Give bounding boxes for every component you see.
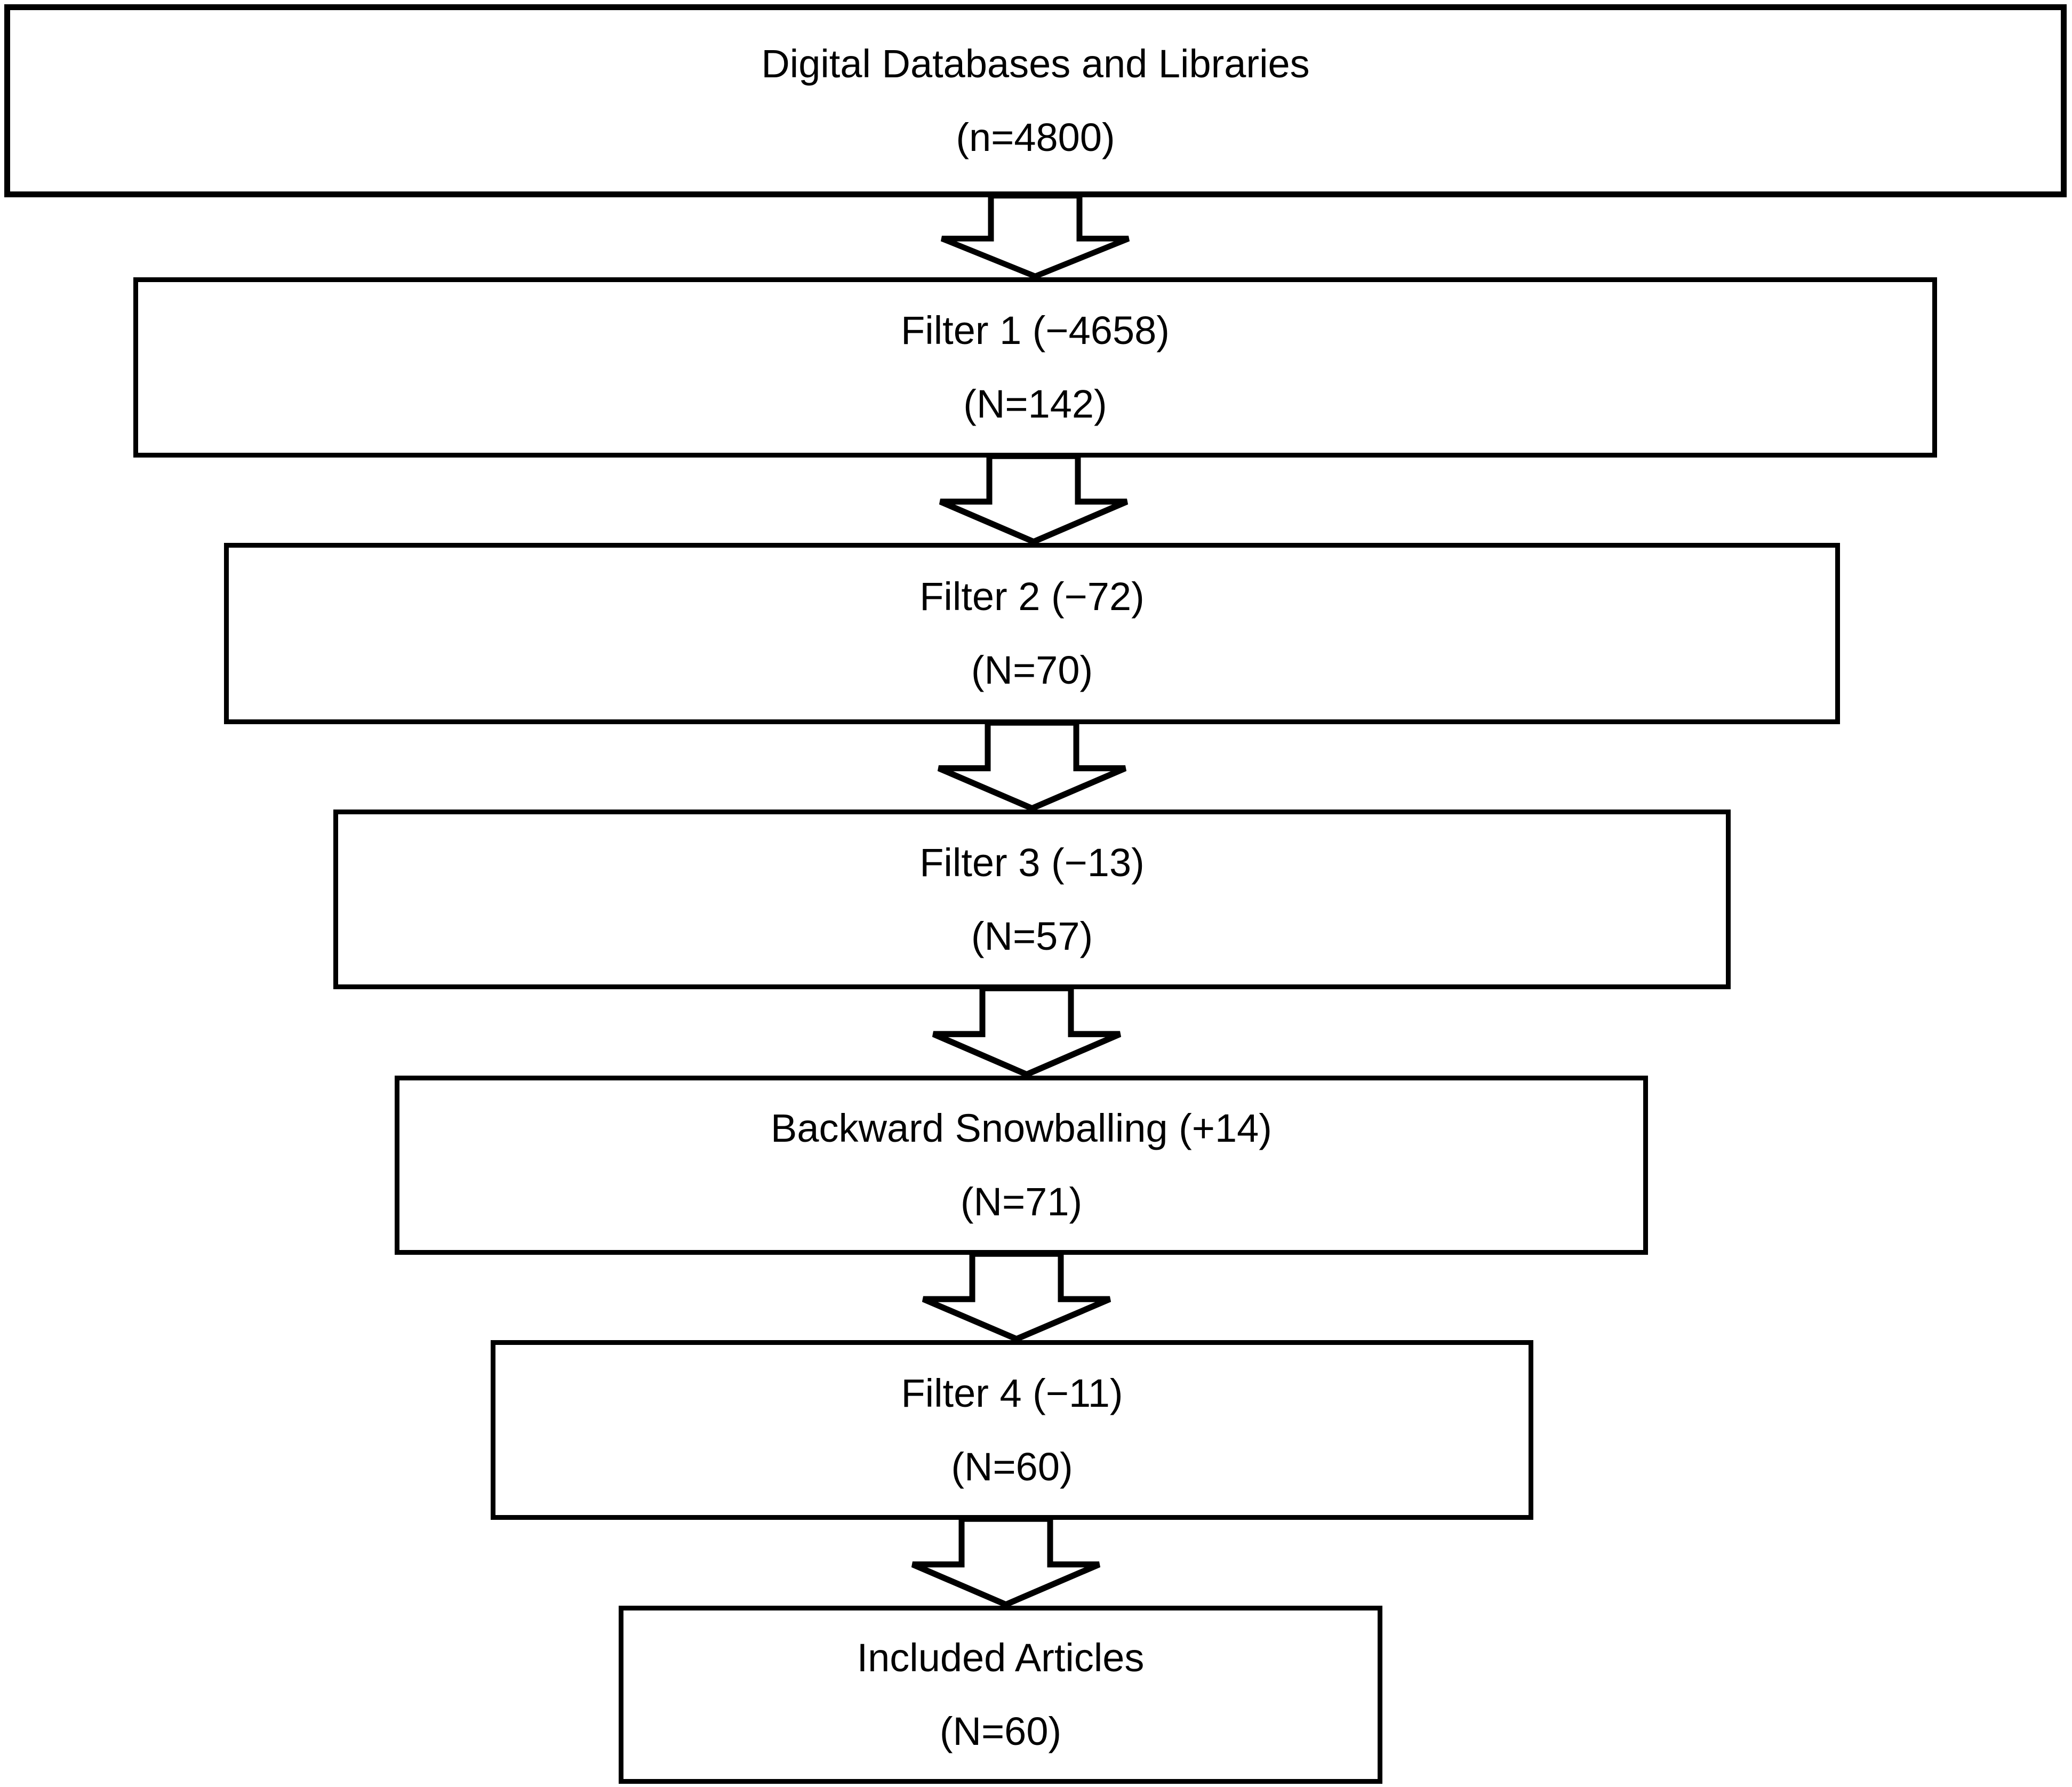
down-arrow-icon bbox=[922, 1251, 1111, 1342]
flow-box-included: Included Articles (N=60) bbox=[619, 1606, 1382, 1784]
flow-box-filter3: Filter 3 (−13) (N=57) bbox=[333, 810, 1731, 989]
flow-box-databases: Digital Databases and Libraries (n=4800) bbox=[4, 4, 2067, 197]
box-count: (N=71) bbox=[960, 1180, 1083, 1224]
box-label: Filter 4 (−11) bbox=[901, 1371, 1123, 1415]
box-count: (n=4800) bbox=[956, 115, 1115, 159]
box-count: (N=60) bbox=[939, 1709, 1062, 1753]
box-count: (N=60) bbox=[951, 1444, 1073, 1489]
down-arrow-icon bbox=[940, 193, 1130, 279]
box-label: Digital Databases and Libraries bbox=[761, 42, 1310, 86]
box-label: Filter 2 (−72) bbox=[919, 574, 1145, 619]
down-arrow-icon bbox=[939, 453, 1129, 545]
box-label: Filter 3 (−13) bbox=[919, 840, 1145, 885]
box-label: Backward Snowballing (+14) bbox=[771, 1106, 1272, 1150]
flow-box-filter1: Filter 1 (−4658) (N=142) bbox=[133, 277, 1937, 458]
flow-box-filter2: Filter 2 (−72) (N=70) bbox=[224, 543, 1840, 724]
flow-box-filter4: Filter 4 (−11) (N=60) bbox=[491, 1340, 1533, 1520]
down-arrow-icon bbox=[937, 719, 1127, 812]
box-label: Included Articles bbox=[857, 1636, 1145, 1680]
box-count: (N=70) bbox=[971, 648, 1093, 692]
down-arrow-icon bbox=[932, 985, 1122, 1078]
box-label: Filter 1 (−4658) bbox=[901, 308, 1170, 352]
box-count: (N=57) bbox=[971, 913, 1093, 958]
box-count: (N=142) bbox=[963, 382, 1107, 426]
down-arrow-icon bbox=[911, 1516, 1101, 1608]
flow-box-snowballing: Backward Snowballing (+14) (N=71) bbox=[395, 1076, 1648, 1255]
